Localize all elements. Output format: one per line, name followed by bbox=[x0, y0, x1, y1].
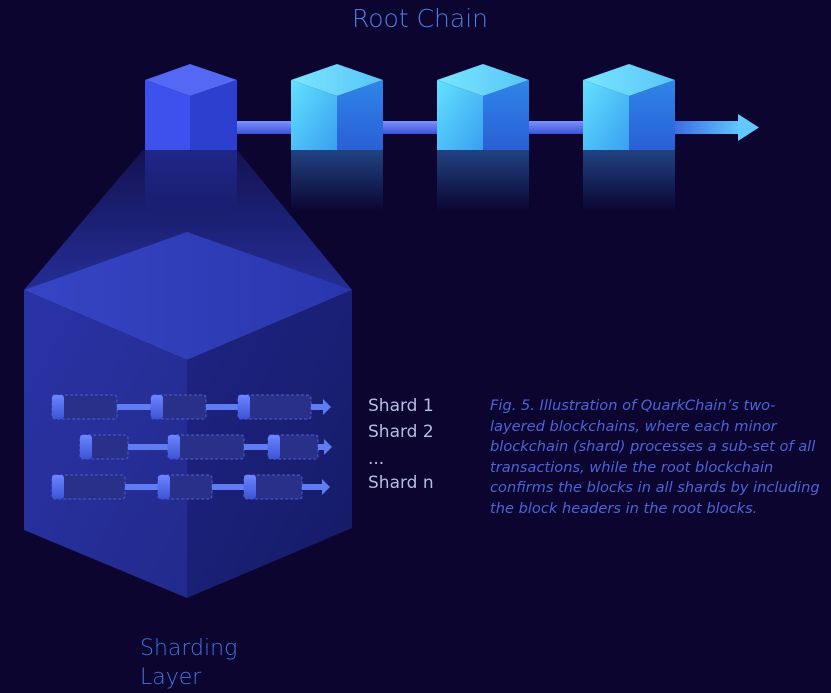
root-chain-arrowhead bbox=[738, 114, 759, 141]
shard-n-label: Shard n bbox=[368, 473, 434, 493]
shard-block-marker bbox=[80, 435, 92, 459]
shard-link bbox=[125, 484, 158, 490]
shard-link bbox=[117, 404, 151, 410]
block-right bbox=[337, 80, 383, 150]
root-block-3 bbox=[437, 64, 529, 212]
block-right bbox=[629, 80, 675, 150]
root-link bbox=[524, 121, 592, 134]
block-left bbox=[291, 80, 337, 150]
sharding-layer-title-line1: Sharding bbox=[140, 636, 238, 661]
shard-block-marker bbox=[244, 475, 256, 499]
shard-arrowhead bbox=[323, 399, 331, 415]
shard-arrowhead bbox=[324, 439, 332, 455]
shard-chain-1 bbox=[51, 394, 331, 420]
block-right bbox=[483, 80, 529, 150]
shard-chain-n bbox=[51, 474, 330, 500]
block-reflection bbox=[437, 150, 529, 212]
shard-ellipsis-label: ... bbox=[368, 449, 385, 469]
root-block-1 bbox=[145, 64, 237, 212]
shard-block-marker bbox=[168, 435, 180, 459]
shard-block-marker bbox=[151, 395, 163, 419]
shard-chain-2 bbox=[79, 434, 332, 460]
root-link bbox=[670, 121, 742, 134]
shard-link bbox=[318, 444, 324, 450]
shard-block-marker bbox=[238, 395, 250, 419]
shard-link bbox=[212, 484, 244, 490]
shard-link bbox=[244, 444, 268, 450]
sharding-layer-title-line2: Layer bbox=[140, 665, 202, 690]
block-reflection bbox=[145, 150, 237, 212]
figure-caption: Fig. 5. Illustration of QuarkChain’s two… bbox=[490, 397, 820, 517]
cube-top-face bbox=[24, 232, 352, 360]
root-block-2 bbox=[291, 64, 383, 212]
shard-block-marker bbox=[268, 435, 280, 459]
shard-link bbox=[206, 404, 238, 410]
block-left bbox=[583, 80, 629, 150]
shard-link bbox=[302, 484, 322, 490]
root-link bbox=[232, 121, 300, 134]
root-block-4 bbox=[583, 64, 675, 212]
shard-block-marker bbox=[52, 475, 64, 499]
shard-1-label: Shard 1 bbox=[368, 396, 434, 416]
block-right bbox=[190, 80, 237, 150]
shard-link bbox=[311, 404, 323, 410]
shard-2-label: Shard 2 bbox=[368, 422, 434, 442]
sharding-layer-title: Sharding Layer bbox=[140, 634, 237, 692]
block-left bbox=[437, 80, 483, 150]
projection-beam bbox=[24, 150, 352, 290]
shard-link bbox=[128, 444, 168, 450]
block-reflection bbox=[291, 150, 383, 212]
shard-block-marker bbox=[158, 475, 170, 499]
root-link bbox=[378, 121, 446, 134]
shard-block-marker bbox=[52, 395, 64, 419]
root-chain-title: Root Chain bbox=[352, 4, 488, 33]
block-left bbox=[145, 80, 190, 150]
block-top bbox=[145, 64, 237, 96]
block-reflection bbox=[583, 150, 675, 212]
shard-arrowhead bbox=[322, 479, 330, 495]
